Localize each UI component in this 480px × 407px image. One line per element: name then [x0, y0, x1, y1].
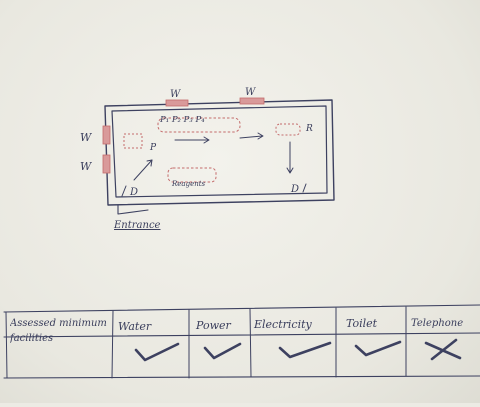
row-header-text: Assessed minimum facilities	[10, 318, 107, 344]
bench-label: P₁ P₂ P₃ P₄	[159, 115, 205, 125]
entrance-label: Entrance	[113, 220, 161, 231]
door-left-swing	[121, 185, 127, 197]
window-top-2	[239, 97, 265, 105]
door-right-swing	[302, 183, 307, 193]
col-divider-0	[5, 311, 8, 379]
col-divider-1	[111, 310, 114, 379]
col-divider-3	[249, 308, 252, 378]
facilities-table: Assessed minimum facilities Water Power …	[3, 304, 480, 379]
table-bottom-line	[3, 375, 480, 379]
window-label-top-1: W	[170, 89, 181, 100]
floor-plan: W W W W P₁ P₂ P₃ P₄ P R Reagents D D	[80, 87, 335, 231]
table-mid-line	[3, 332, 480, 338]
cross-mark-telephone	[424, 338, 462, 361]
col-header-electricity: Electricity	[253, 318, 313, 331]
station-p-label: P	[149, 143, 157, 153]
check-mark-power	[203, 342, 242, 360]
check-mark-toilet	[354, 340, 402, 357]
flow-arrow-1	[133, 159, 153, 181]
inner-wall	[111, 105, 328, 198]
flow-arrow-1-head	[146, 159, 153, 167]
check-mark-water	[134, 342, 180, 362]
outer-wall	[104, 99, 335, 206]
right-station	[275, 123, 301, 136]
reagents-label: Reagents	[171, 180, 206, 188]
window-left-top	[102, 125, 111, 145]
door-right-label: D	[290, 184, 299, 195]
window-top-1	[165, 99, 189, 107]
station-r-label: R	[305, 124, 313, 134]
window-left-bottom	[102, 154, 111, 174]
door-left-label: D	[129, 187, 138, 198]
flow-arrow-3	[239, 135, 263, 139]
col-header-toilet: Toilet	[346, 317, 378, 330]
reagents-outline	[167, 167, 217, 183]
flow-arrow-4-head	[286, 167, 294, 174]
row-header-cell: Assessed minimum facilities	[10, 318, 107, 344]
window-label-left-bottom: W	[80, 160, 93, 173]
col-header-telephone: Telephone	[411, 318, 463, 329]
col-header-power: Power	[195, 319, 232, 332]
window-label-top-2: W	[245, 87, 256, 98]
left-station	[123, 133, 143, 149]
col-header-water: Water	[118, 320, 152, 333]
check-mark-electricity	[278, 341, 332, 359]
window-label-left-top: W	[80, 131, 93, 144]
flow-arrow-2-head	[203, 136, 210, 144]
table-top-line	[3, 304, 480, 313]
flow-arrow-3-head	[257, 132, 264, 140]
entrance-ramp	[117, 204, 149, 215]
